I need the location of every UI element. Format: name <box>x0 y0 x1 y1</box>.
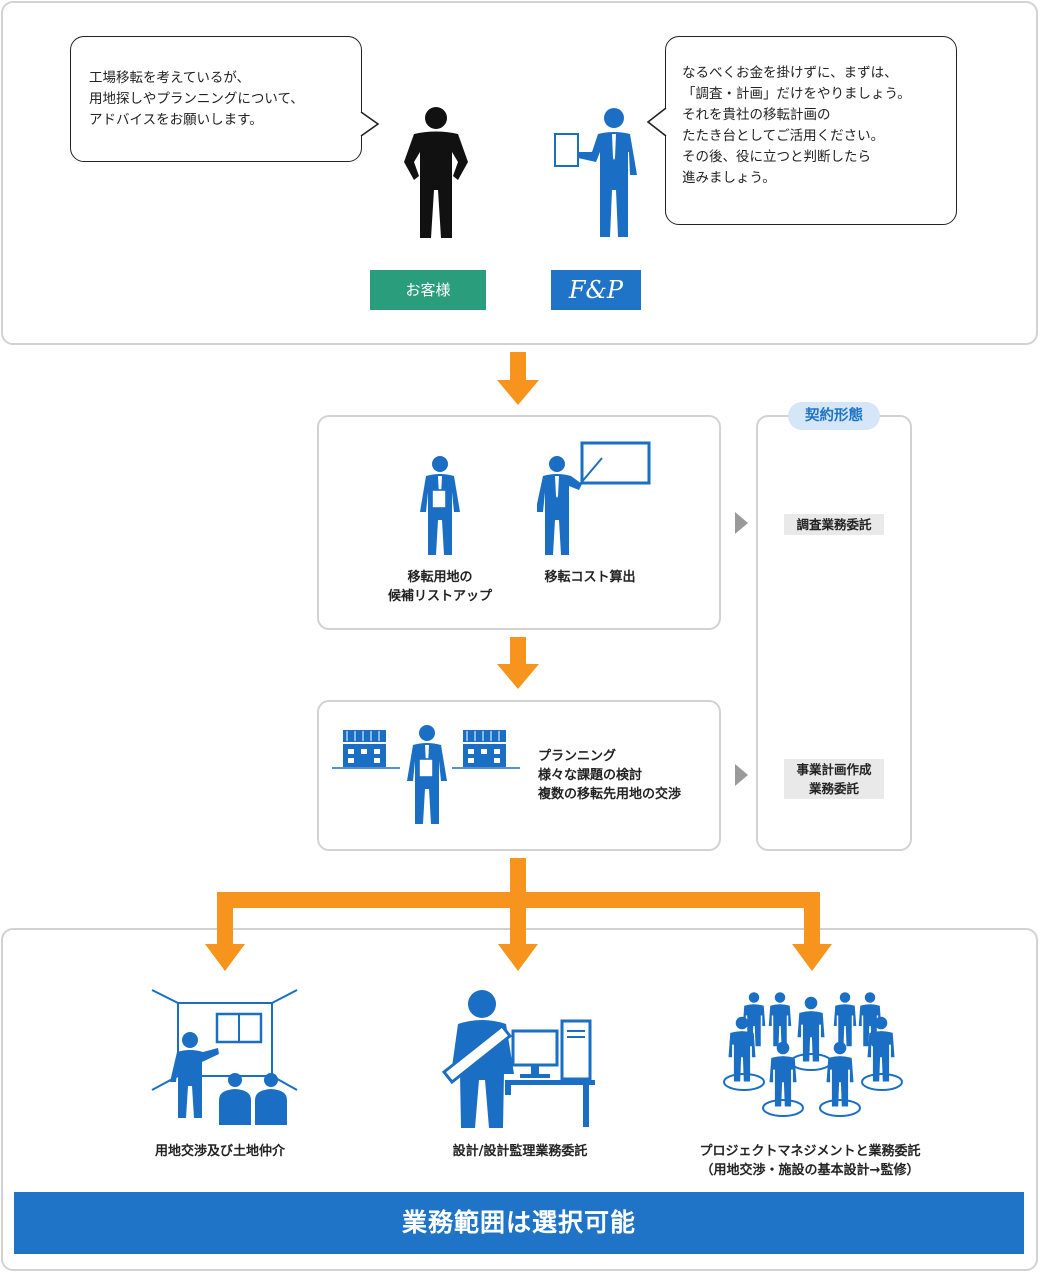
project-management-line: （用地交渉・施設の基本設計→監修） <box>700 1163 920 1178</box>
project-management-label: プロジェクトマネジメントと業務委託 （用地交渉・施設の基本設計→監修） <box>660 1142 960 1180</box>
clipboard-icon <box>431 489 447 509</box>
customer-speech-line: アドバイスをお願いします。 <box>89 112 263 128</box>
plan-contract-line: 事業計画作成 <box>796 762 872 777</box>
plan-contract-chip: 事業計画作成 業務委託 <box>784 759 884 799</box>
instructor-figure-icon <box>170 1032 219 1118</box>
fp-bubble-tail <box>646 107 667 137</box>
plan-contract-line: 業務委託 <box>808 781 859 796</box>
customer-badge: お客様 <box>370 270 486 310</box>
customer-speech-bubble: 工場移転を考えているが、 用地探しやプランニングについて、 アドバイスをお願いし… <box>70 36 362 162</box>
chevron-right-icon <box>735 512 748 534</box>
design-supervision-label: 設計/設計監理業務委託 <box>452 1144 588 1159</box>
survey-contract-chip: 調査業務委託 <box>784 514 884 535</box>
customer-bubble-tail <box>360 111 380 137</box>
fp-speech-line: その後、役に立つと判断したら <box>682 149 871 165</box>
fp-badge: F&P <box>551 270 641 310</box>
customer-speech-line: 工場移転を考えているが、 <box>89 70 251 86</box>
project-management-line: プロジェクトマネジメントと業務委託 <box>699 1144 921 1159</box>
cost-estimate-label: 移転コスト算出 <box>544 570 636 585</box>
blueprint-roll-icon <box>441 1023 513 1085</box>
team-network-icon <box>723 992 903 1117</box>
computer-icon <box>505 1019 595 1127</box>
document-icon <box>554 133 579 167</box>
planning-line: 複数の移転先用地の交渉 <box>538 787 682 802</box>
contract-type-tag: 契約形態 <box>788 402 880 430</box>
clipboard-icon <box>418 758 434 778</box>
fp-speech-line: それを貴社の移転計画の <box>682 107 831 123</box>
planning-label: プランニング 様々な課題の検討 複数の移転先用地の交渉 <box>538 747 718 804</box>
presenter-figure-icon <box>537 456 582 555</box>
whiteboard-icon <box>580 441 651 485</box>
arrow-down-icon <box>497 352 539 405</box>
land-brokerage-label: 用地交渉及び土地仲介 <box>154 1144 285 1159</box>
fp-speech-line: たたき台としてご活用ください。 <box>682 128 885 144</box>
fp-speech-line: 進みましょう。 <box>682 170 776 186</box>
fp-speech-bubble: なるべくお金を掛けずに、まずは、 「調査・計画」だけをやりましょう。 それを貴社… <box>665 36 957 225</box>
planning-phase-panel <box>317 700 721 851</box>
land-candidate-line: 移転用地の <box>407 570 473 585</box>
arrow-down-icon <box>497 637 539 689</box>
customer-figure-icon <box>404 107 468 238</box>
factory-icon <box>452 730 520 769</box>
scope-banner: 業務範囲は選択可能 <box>14 1192 1024 1254</box>
fp-speech-line: なるべくお金を掛けずに、まずは、 <box>682 65 898 81</box>
branch-arrow-icon <box>205 858 832 971</box>
customer-speech-line: 用地探しやプランニングについて、 <box>89 91 304 107</box>
pointer-icon <box>579 457 603 485</box>
planning-line: プランニング <box>538 749 617 764</box>
factory-icon <box>332 730 400 769</box>
land-candidate-line: 候補リストアップ <box>387 589 492 604</box>
planning-line: 様々な課題の検討 <box>538 768 643 783</box>
survey-phase-panel <box>317 415 721 630</box>
chevron-right-icon <box>735 764 748 786</box>
audience-icon <box>219 1073 287 1125</box>
land-candidate-label: 移転用地の 候補リストアップ <box>370 568 510 606</box>
consultant-figure-icon <box>578 108 637 237</box>
fp-speech-line: 「調査・計画」だけをやりましょう。 <box>682 86 911 102</box>
